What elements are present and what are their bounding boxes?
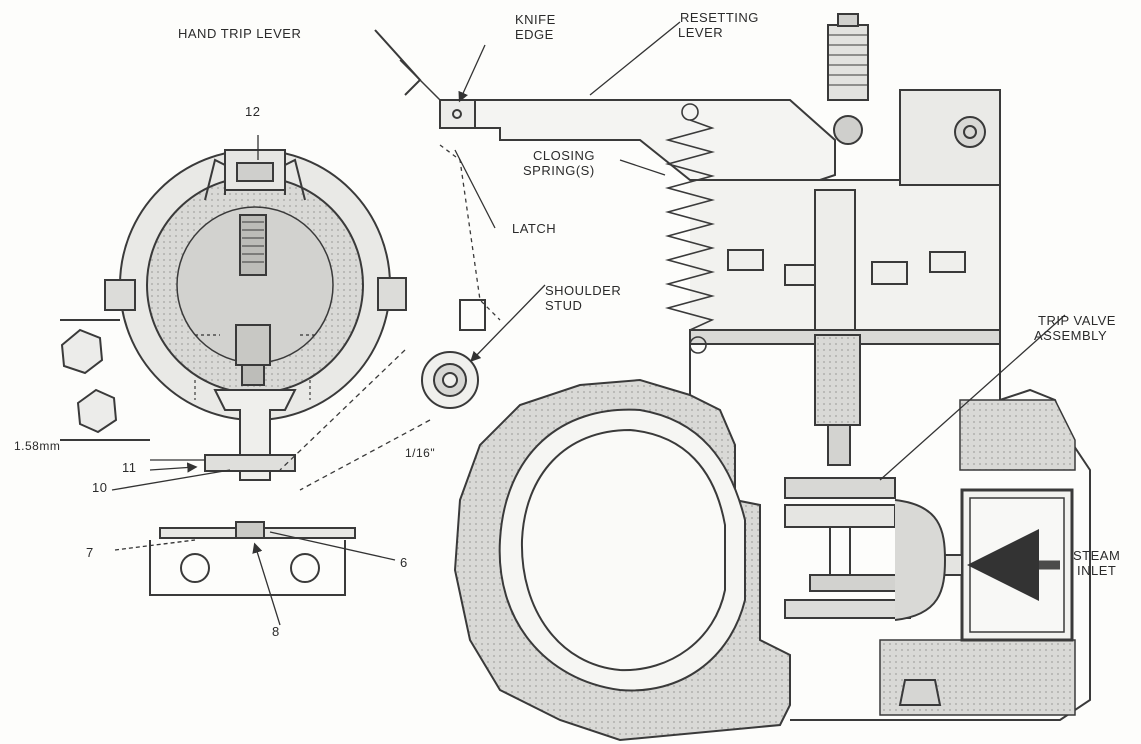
lever-assembly xyxy=(279,29,836,491)
label-dim-mm: 1.58mm xyxy=(14,439,61,453)
label-num-6: 6 xyxy=(400,555,408,570)
label-dim-in: 1/16" xyxy=(405,446,436,460)
valve-body xyxy=(453,13,1091,742)
label-num-12: 12 xyxy=(245,104,261,119)
label-trip-valve-assembly: TRIP VALVE ASSEMBLY xyxy=(1034,313,1116,343)
label-steam-inlet: STEAM INLET xyxy=(1073,548,1121,578)
label-latch: LATCH xyxy=(512,221,557,236)
leader-lines xyxy=(111,21,1066,626)
label-closing-spring: CLOSING SPRING(S) xyxy=(523,148,596,178)
label-num-10: 10 xyxy=(92,480,108,495)
closing-spring xyxy=(664,103,716,354)
label-hand-trip-lever: HAND TRIP LEVER xyxy=(178,26,302,41)
label-knife-edge: KNIFE EDGE xyxy=(515,12,556,42)
left-housing xyxy=(60,149,407,596)
label-resetting-lever: RESETTING LEVER xyxy=(678,10,759,40)
label-shoulder-stud: SHOULDER STUD xyxy=(545,283,622,313)
label-num-7: 7 xyxy=(86,545,94,560)
label-num-11: 11 xyxy=(122,460,137,475)
label-num-8: 8 xyxy=(272,624,280,639)
